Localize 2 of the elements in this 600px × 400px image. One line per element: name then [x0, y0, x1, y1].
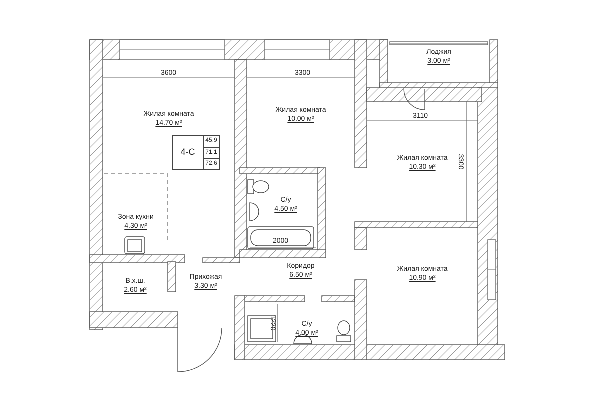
apartment-code: 4-C — [180, 146, 196, 159]
apartment-info-table — [172, 135, 220, 170]
